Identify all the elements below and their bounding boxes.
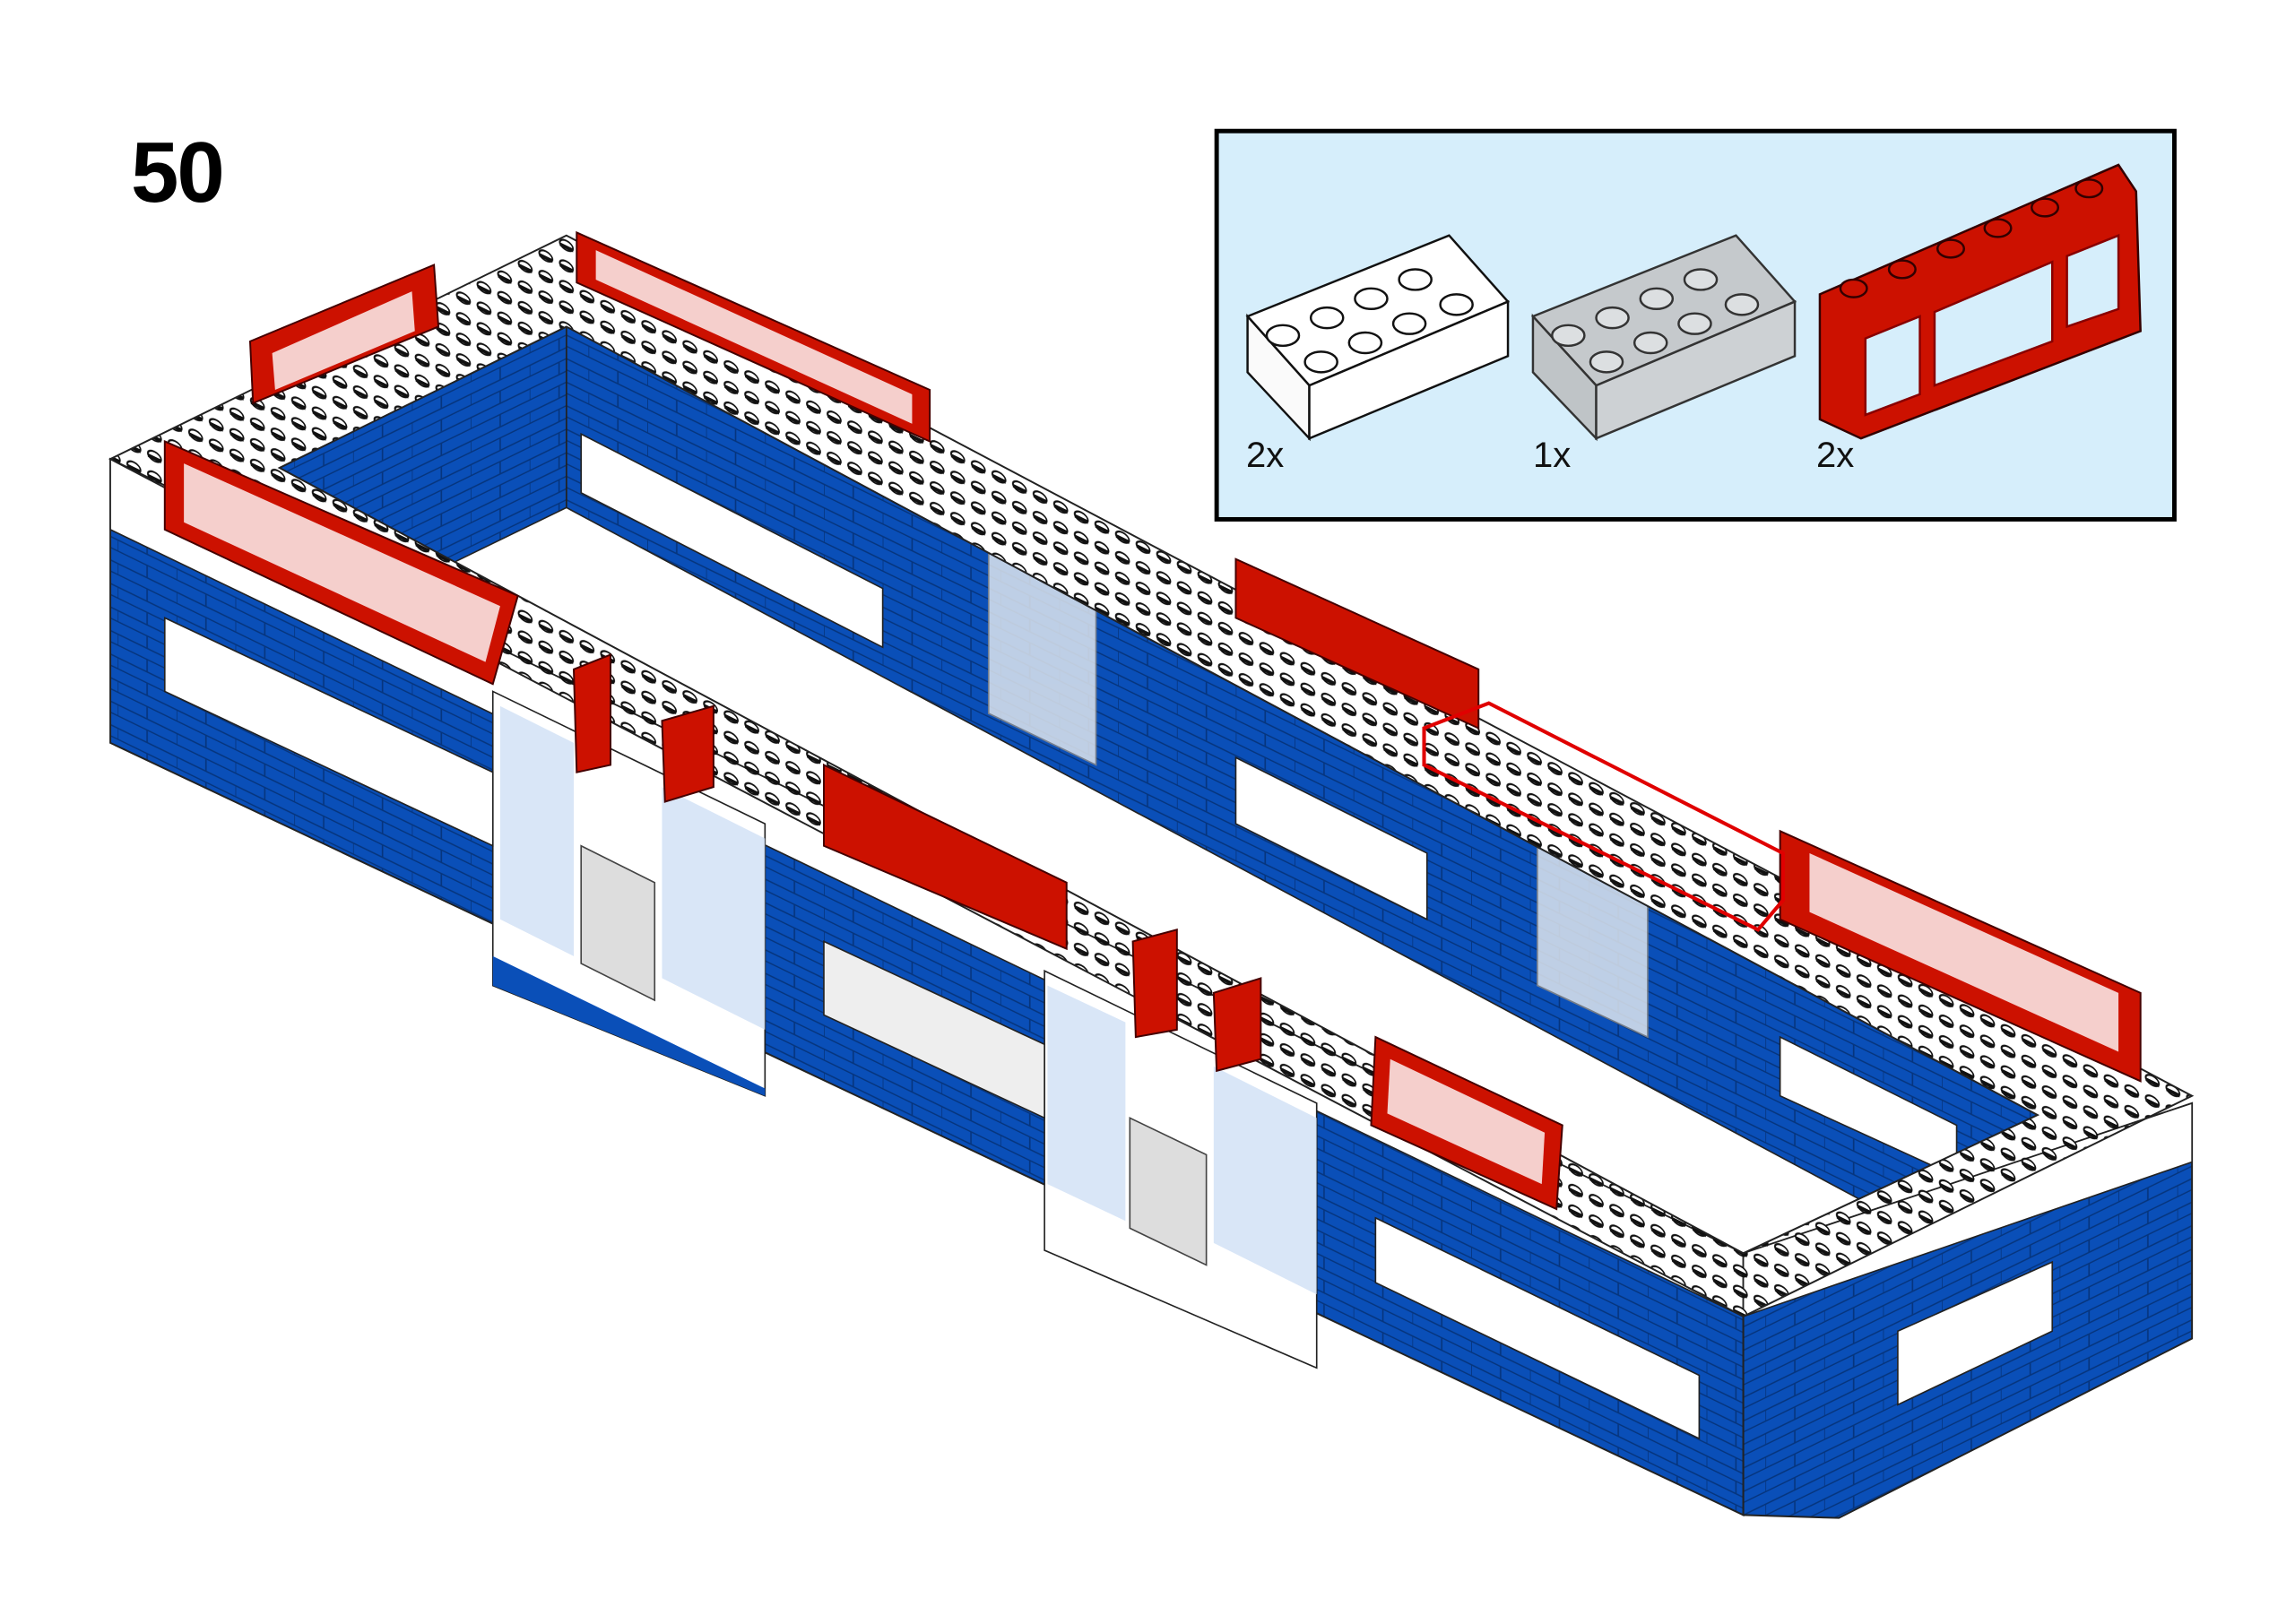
- white-brick-2x4-icon: [1245, 234, 1511, 442]
- front-window: [823, 940, 1045, 1119]
- new-brick-highlight: [1422, 701, 1785, 932]
- side-window: [1897, 1260, 2054, 1406]
- parts-list-box: [1214, 128, 2177, 522]
- inner-window: [580, 432, 884, 649]
- red-window-frame: [661, 704, 714, 803]
- front-window: [1374, 1216, 1701, 1440]
- part-quantity: 2x: [1816, 436, 1855, 475]
- red-window-frame: [822, 763, 1068, 951]
- red-window-frame-1x6-icon: [1818, 163, 2142, 440]
- red-window-frame: [572, 652, 612, 773]
- red-window-frame: [1234, 557, 1480, 730]
- step-number: 50: [131, 125, 225, 220]
- clear-brick-2x4-icon: [1530, 234, 1797, 442]
- red-window-frame: [1212, 977, 1262, 1073]
- inner-window: [1234, 756, 1428, 921]
- front-window: [163, 617, 494, 848]
- part-quantity: 1x: [1533, 436, 1572, 475]
- part-quantity: 2x: [1246, 436, 1285, 475]
- red-window-frame: [1131, 929, 1178, 1039]
- entrance-right: [1044, 969, 1318, 1369]
